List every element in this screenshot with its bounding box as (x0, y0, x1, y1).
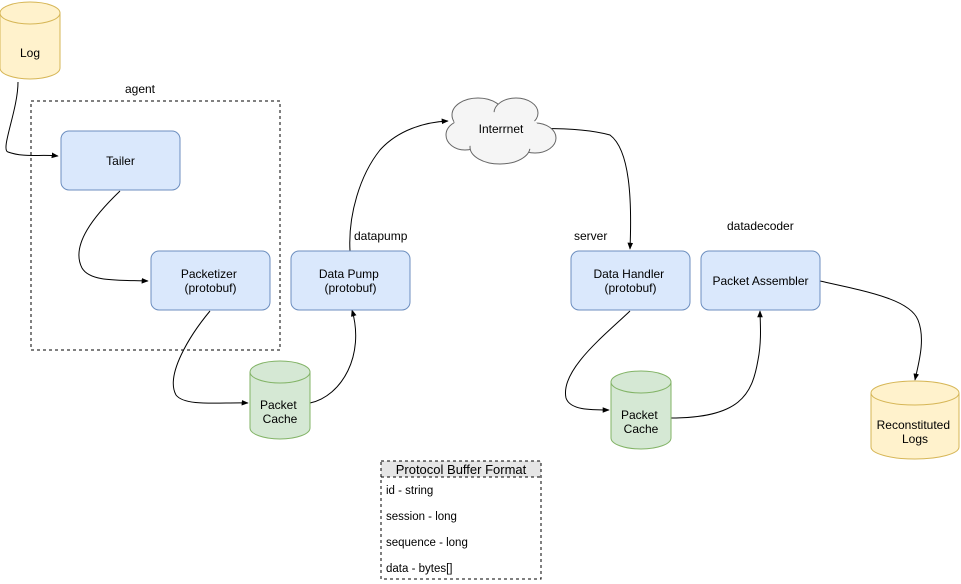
legend-item-sequence: sequence - long (386, 537, 468, 549)
reconstituted-logs-line-2: Logs (902, 432, 928, 446)
data-handler-label-line-1: Data Handler (593, 267, 664, 281)
legend-item-id: id - string (386, 485, 433, 497)
internet-cloud: Interrnet (445, 97, 557, 165)
server-label: server (574, 229, 607, 243)
log-label: Log (20, 46, 40, 60)
reconstituted-logs-line-1: Reconstituted (877, 418, 950, 432)
legend-title: Protocol Buffer Format (396, 462, 527, 477)
reconstituted-logs-cylinder: Reconstituted Logs (870, 380, 960, 460)
data-handler-box: Data Handler (protobuf) (570, 250, 691, 311)
datadecoder-label: datadecoder (727, 219, 794, 233)
packetizer-label: Packetizer (protobuf) (181, 267, 240, 295)
legend-item-data: data - bytes[] (386, 563, 452, 575)
edge-log-to-tailer (5, 81, 59, 159)
protobuf-legend: Protocol Buffer Format id - string sessi… (380, 460, 542, 580)
packetizer-box: Packetizer (protobuf) (150, 250, 271, 311)
agent-label: agent (125, 82, 156, 96)
packet-cache-left-cylinder: Packet Cache (249, 360, 311, 440)
legend-border (380, 460, 542, 580)
packetizer-label-line-1: Packetizer (181, 267, 237, 281)
legend-item-session: session - long (386, 511, 457, 523)
tailer-label: Tailer (106, 154, 135, 168)
internet-label-line: Interrnet (479, 122, 524, 136)
data-pump-label: Data Pump (protobuf) (319, 267, 382, 295)
edge-datahandler-to-cache (565, 310, 631, 413)
datapump-label: datapump (354, 229, 408, 243)
packet-cache-left-line-1: Packet (260, 398, 297, 412)
reconstituted-logs-label: Reconstituted Logs (877, 418, 954, 446)
packet-assembler-label: Packet Assembler (712, 274, 808, 288)
packetizer-label-line-2: (protobuf) (184, 281, 236, 295)
packet-cache-left-line-2: Cache (263, 412, 298, 426)
tailer-label-line: Tailer (106, 154, 135, 168)
edge-cache-to-datapump (309, 309, 357, 404)
tailer-box: Tailer (60, 130, 181, 191)
legend-header (381, 461, 541, 477)
packet-cache-right-cylinder: Packet Cache (610, 370, 672, 450)
edge-tailer-to-packetizer (78, 190, 149, 284)
agent-group-border (30, 100, 281, 351)
edge-datapump-to-internet (349, 118, 449, 252)
edge-assembler-to-logs (819, 280, 922, 381)
packet-cache-right-label: Packet Cache (621, 408, 661, 436)
data-pump-box: Data Pump (protobuf) (290, 250, 411, 311)
data-handler-label: Data Handler (protobuf) (593, 267, 667, 295)
packet-assembler-label-line: Packet Assembler (712, 274, 808, 288)
packet-cache-right-line-2: Cache (624, 422, 659, 436)
log-cylinder: Log (0, 1, 61, 80)
data-handler-label-line-2: (protobuf) (604, 281, 656, 295)
data-pump-label-line-1: Data Pump (319, 267, 379, 281)
log-cylinder-body (0, 1, 61, 80)
log-label-line: Log (20, 46, 40, 60)
edge-packetizer-to-cache (172, 310, 249, 406)
log-cylinder-rim (0, 12, 61, 25)
packet-cache-right-line-1: Packet (621, 408, 658, 422)
data-pump-label-line-2: (protobuf) (324, 281, 376, 295)
internet-label: Interrnet (479, 122, 524, 136)
packet-cache-left-label: Packet Cache (260, 398, 300, 426)
packet-assembler-box: Packet Assembler (700, 250, 821, 311)
edge-cache-to-assembler (669, 310, 763, 419)
